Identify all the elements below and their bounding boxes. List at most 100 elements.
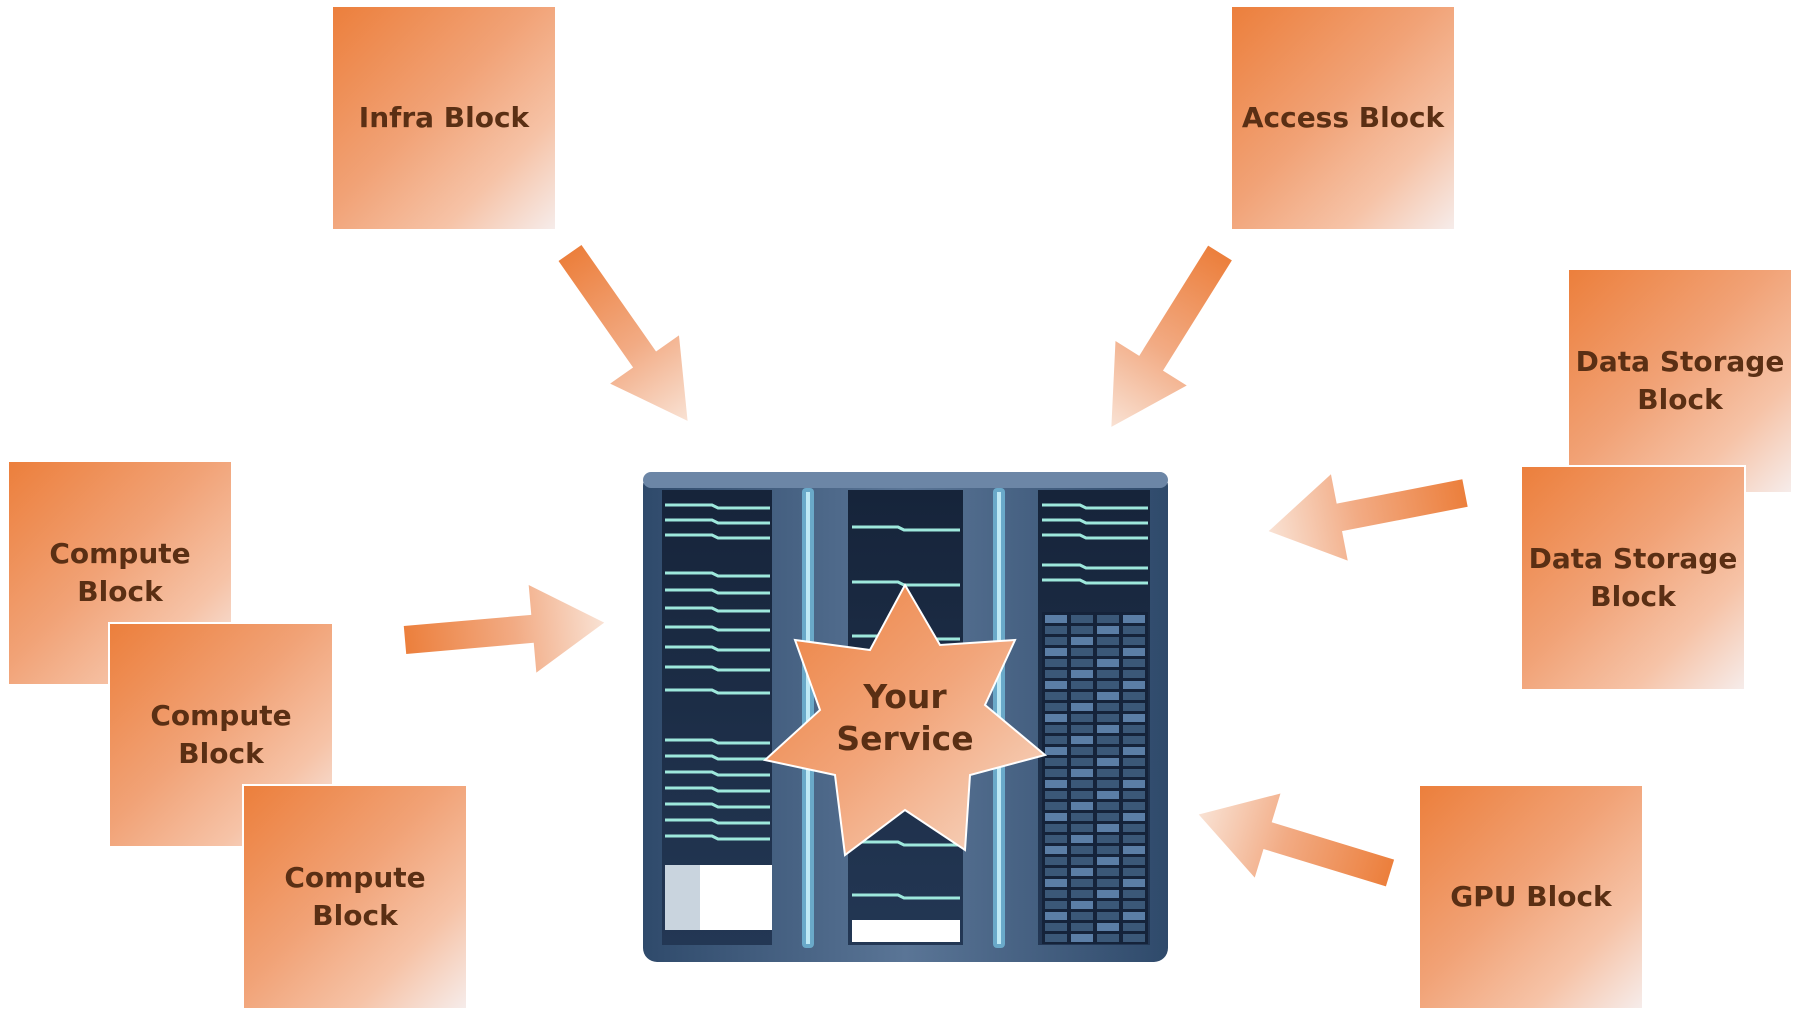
storage-cell <box>1071 780 1093 788</box>
storage-cell <box>1071 769 1093 777</box>
storage-cell <box>1045 769 1067 777</box>
storage-cell <box>1123 802 1145 810</box>
infra-block: Infra Block <box>331 5 557 231</box>
arrow-infra-to-service <box>558 244 688 421</box>
storage-cell <box>1045 670 1067 678</box>
storage-cell <box>1045 703 1067 711</box>
storage-cell <box>1071 934 1093 942</box>
storage-cell <box>1123 637 1145 645</box>
storage-cell <box>1071 857 1093 865</box>
storage-cell <box>1071 868 1093 876</box>
storage-cell <box>1123 692 1145 700</box>
storage-cell <box>1045 725 1067 733</box>
storage-cell <box>1045 637 1067 645</box>
arrow-access-to-service <box>1111 245 1232 427</box>
storage-cell <box>1045 813 1067 821</box>
storage-cell <box>1123 648 1145 656</box>
storage-cell <box>1071 758 1093 766</box>
compute-block-2: Compute Block <box>108 622 334 848</box>
storage-cell <box>1045 824 1067 832</box>
data-storage-block-back-label: Data Storage Block <box>1575 345 1785 416</box>
storage-cell <box>1123 747 1145 755</box>
storage-cell <box>1097 923 1119 931</box>
storage-cell <box>1123 824 1145 832</box>
storage-cell <box>1045 923 1067 931</box>
storage-cell <box>1097 835 1119 843</box>
storage-cell <box>1071 923 1093 931</box>
storage-cell <box>1097 791 1119 799</box>
storage-cell <box>1097 879 1119 887</box>
storage-cell <box>1097 846 1119 854</box>
storage-cell <box>1045 747 1067 755</box>
storage-cell <box>1123 934 1145 942</box>
storage-cell <box>1045 736 1067 744</box>
storage-cell <box>1071 835 1093 843</box>
your-service-star <box>762 582 1048 857</box>
storage-cell <box>1097 901 1119 909</box>
storage-cell <box>1071 725 1093 733</box>
storage-cell <box>1097 714 1119 722</box>
access-block-label: Access Block <box>1241 101 1445 134</box>
compute-block-1-label: Compute Block <box>49 537 191 608</box>
storage-cell <box>1123 890 1145 898</box>
storage-cell <box>1071 670 1093 678</box>
storage-cell <box>1097 703 1119 711</box>
storage-cell <box>1071 813 1093 821</box>
storage-cell <box>1071 890 1093 898</box>
storage-cell <box>1123 923 1145 931</box>
storage-cell <box>1123 714 1145 722</box>
rack-right-storage-grid <box>1042 612 1148 944</box>
arrow-datastorage-to-service <box>1268 474 1468 561</box>
storage-cell <box>1123 681 1145 689</box>
storage-cell <box>1097 692 1119 700</box>
storage-cell <box>1071 824 1093 832</box>
storage-cell <box>1123 912 1145 920</box>
storage-cell <box>1123 758 1145 766</box>
storage-cell <box>1097 659 1119 667</box>
storage-cell <box>1123 857 1145 865</box>
storage-cell <box>1097 813 1119 821</box>
storage-cell <box>1097 912 1119 920</box>
storage-cell <box>1123 769 1145 777</box>
data-storage-block-front-label: Data Storage Block <box>1528 542 1738 613</box>
storage-cell <box>1045 659 1067 667</box>
arrow-gpu-to-service <box>1198 793 1395 887</box>
storage-cell <box>1097 648 1119 656</box>
storage-cell <box>1045 714 1067 722</box>
storage-cell <box>1123 670 1145 678</box>
storage-cell <box>1045 681 1067 689</box>
storage-cell <box>1097 802 1119 810</box>
rack-left-servers <box>665 503 770 841</box>
storage-cell <box>1071 692 1093 700</box>
storage-cell <box>1097 868 1119 876</box>
storage-cell <box>1071 879 1093 887</box>
compute-block-3: Compute Block <box>242 784 468 1010</box>
storage-cell <box>1071 637 1093 645</box>
storage-cell <box>1071 802 1093 810</box>
storage-cell <box>1071 626 1093 634</box>
storage-cell <box>1071 648 1093 656</box>
storage-cell <box>1097 857 1119 865</box>
storage-cell <box>1045 901 1067 909</box>
compute-block-2-label: Compute Block <box>150 699 292 770</box>
storage-cell <box>1045 868 1067 876</box>
storage-cell <box>1097 769 1119 777</box>
storage-cell <box>1045 857 1067 865</box>
storage-cell <box>1071 714 1093 722</box>
storage-cell <box>1045 846 1067 854</box>
storage-cell <box>1123 626 1145 634</box>
storage-cell <box>1045 934 1067 942</box>
storage-cell <box>1045 791 1067 799</box>
storage-grid-cells <box>1045 615 1145 942</box>
storage-cell <box>1123 791 1145 799</box>
storage-cell <box>1097 725 1119 733</box>
storage-cell <box>1123 835 1145 843</box>
storage-cell <box>1071 791 1093 799</box>
arrow-compute-to-service <box>403 585 605 673</box>
storage-cell <box>1071 703 1093 711</box>
storage-cell <box>1045 912 1067 920</box>
storage-cell <box>1123 813 1145 821</box>
storage-cell <box>1097 747 1119 755</box>
storage-cell <box>1045 835 1067 843</box>
